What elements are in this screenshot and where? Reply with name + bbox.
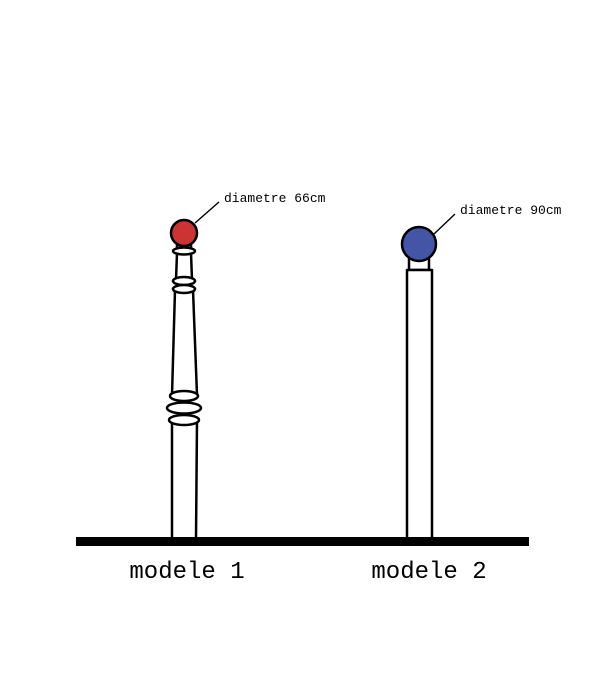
model-2-leader-line	[433, 213, 456, 235]
model-1-ring-lower-b	[165, 401, 203, 415]
model-1-ring-lower-a	[168, 389, 200, 403]
model-1-ball	[169, 218, 199, 248]
ground-line	[76, 537, 529, 546]
model-1-leader-line	[194, 201, 220, 224]
model-1-label: modele 1	[129, 559, 244, 586]
model-1-ring-lower-c	[167, 413, 201, 427]
model-1-lower-shaft	[170, 418, 199, 541]
model-1-middle-shaft	[170, 288, 199, 397]
model-1-ball-annotation: diametre 66cm	[224, 191, 326, 206]
model-2-shaft	[405, 268, 434, 541]
model-1-post	[165, 218, 203, 541]
model-1-ring-top	[171, 246, 197, 256]
model-2-post	[400, 225, 438, 541]
model-2-label: modele 2	[371, 559, 486, 586]
model-1-ring-upper-b	[171, 283, 197, 295]
model-2-ball	[400, 225, 438, 263]
model-2-ball-annotation: diametre 90cm	[460, 203, 562, 218]
